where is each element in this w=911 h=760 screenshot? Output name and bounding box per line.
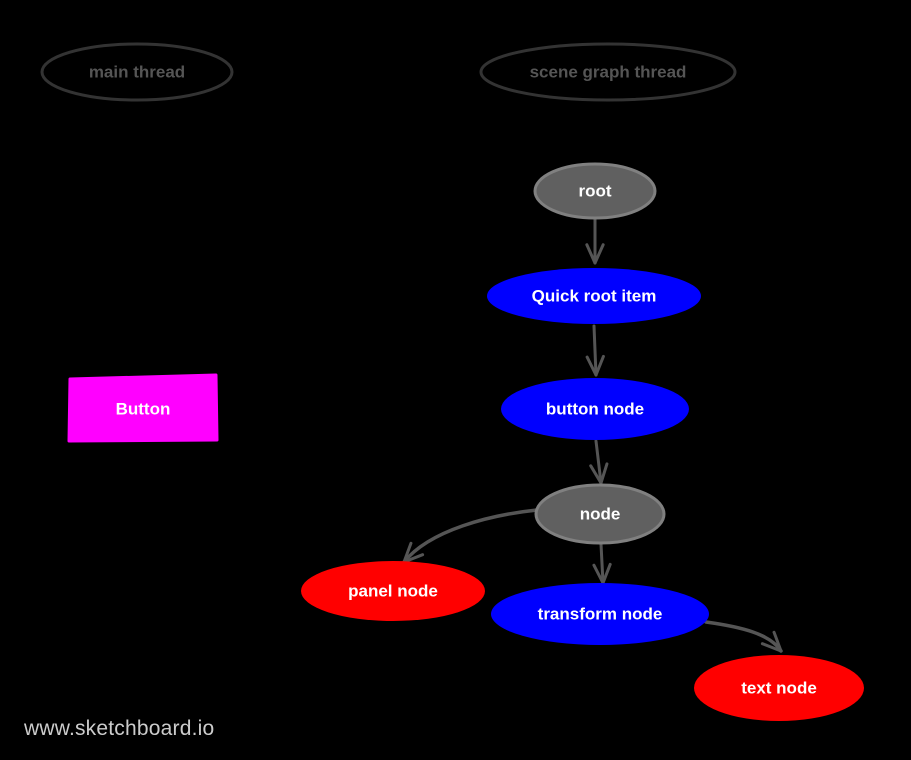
edge-line xyxy=(402,508,539,564)
node-shape xyxy=(487,268,701,324)
node-shape xyxy=(534,483,666,545)
node-panel-node[interactable]: panel node xyxy=(301,561,485,621)
arrowhead-icon xyxy=(592,562,612,585)
node-quick-root-item[interactable]: Quick root item xyxy=(487,268,701,324)
node-shape xyxy=(533,162,657,220)
node-shape xyxy=(694,655,864,721)
node-text-node[interactable]: text node xyxy=(694,655,864,721)
swimlanes-layer: main thread scene graph thread xyxy=(40,42,737,102)
edge-transform-node-to-text-node xyxy=(704,620,783,653)
edge-line xyxy=(594,439,603,485)
swimlane-label: scene graph thread xyxy=(530,62,687,81)
node-shape xyxy=(501,378,689,440)
edges-layer xyxy=(402,217,783,653)
edge-line xyxy=(592,324,598,377)
swimlane-outline xyxy=(479,42,737,102)
node-button[interactable]: Button xyxy=(67,373,219,443)
arrowhead-icon xyxy=(585,354,605,377)
swimlane-label: main thread xyxy=(89,62,185,81)
node-shape xyxy=(67,373,219,443)
node-button-node[interactable]: button node xyxy=(501,378,689,440)
edge-line xyxy=(704,620,783,653)
watermark: www.sketchboard.io xyxy=(24,717,215,740)
edge-node-to-transform-node xyxy=(592,542,612,585)
node-root[interactable]: root xyxy=(533,162,657,220)
swimlane-outline xyxy=(40,42,234,102)
node-transform-node[interactable]: transform node xyxy=(491,583,709,645)
edge-node-to-panel-node xyxy=(402,508,539,564)
arrowhead-icon xyxy=(585,243,605,265)
edge-button-node-to-node xyxy=(589,439,609,485)
arrowhead-icon xyxy=(589,462,609,485)
swimlane-scene-graph-thread[interactable]: scene graph thread xyxy=(479,42,737,102)
arrowhead-icon xyxy=(760,630,783,653)
node-shape xyxy=(301,561,485,621)
node-node[interactable]: node xyxy=(534,483,666,545)
edge-quick-root-item-to-button xyxy=(585,324,605,377)
edge-line xyxy=(599,542,605,585)
node-shape xyxy=(491,583,709,645)
edge-root-to-quick-root-item xyxy=(585,217,605,265)
swimlane-main-thread[interactable]: main thread xyxy=(40,42,234,102)
